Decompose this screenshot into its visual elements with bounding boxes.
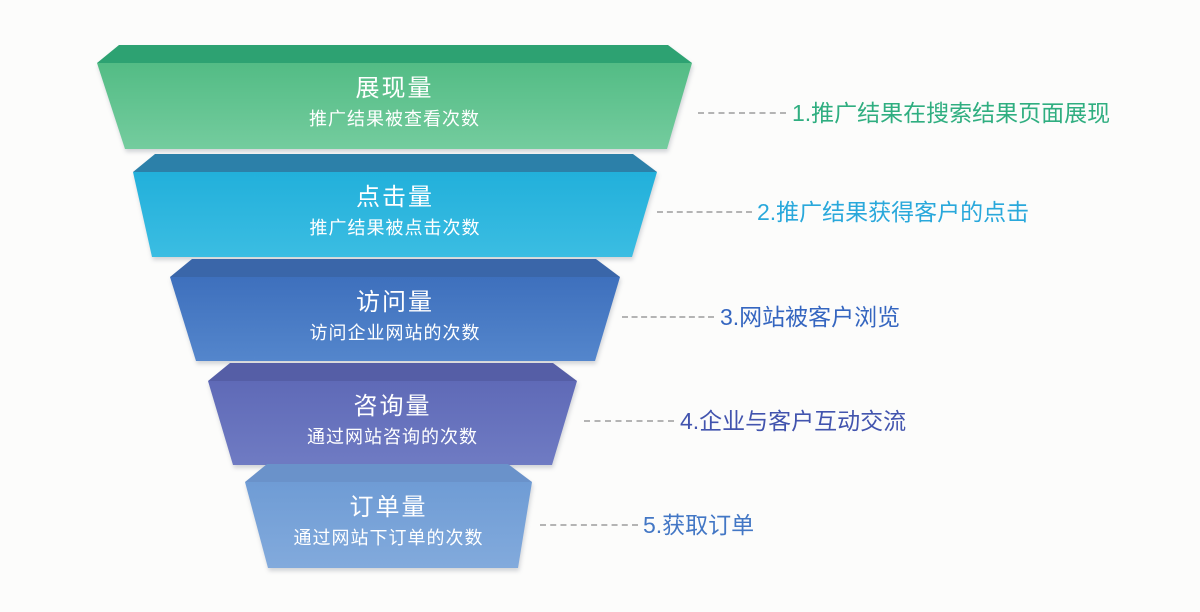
funnel-stage-1-top-face (97, 45, 692, 63)
funnel-stage-5-title: 订单量 (349, 494, 428, 521)
annotation-label-2: 2.推广结果获得客户的点击 (757, 199, 1030, 225)
annotation-label-1: 1.推广结果在搜索结果页面展现 (792, 100, 1111, 126)
funnel-stage-2-top-face (133, 154, 657, 172)
funnel-stage-1-title: 展现量 (355, 75, 434, 102)
funnel-stage-3-title: 访问量 (356, 289, 434, 316)
funnel-stage-3-front-face: 访问量 访问企业网站的次数 (170, 277, 620, 361)
funnel-stage-4-subtitle: 通过网站咨询的次数 (307, 427, 478, 447)
funnel-stage-5-top-face (245, 464, 532, 482)
connector-line-3 (622, 316, 714, 318)
connector-line-4 (584, 420, 674, 422)
connector-line-2 (657, 211, 752, 213)
annotation-label-3: 3.网站被客户浏览 (720, 304, 901, 330)
funnel-stage-5-subtitle: 通过网站下订单的次数 (293, 528, 484, 548)
connector-line-5 (540, 524, 638, 526)
annotation-label-5: 5.获取订单 (643, 512, 755, 538)
annotation-label-4: 4.企业与客户互动交流 (680, 408, 907, 434)
funnel-stage-4-top-face (208, 363, 577, 381)
funnel-stage-2-title: 点击量 (356, 184, 434, 211)
funnel-stage-4-front-face: 咨询量 通过网站咨询的次数 (208, 381, 577, 465)
funnel-stage-3-subtitle: 访问企业网站的次数 (309, 323, 481, 343)
funnel-stage-1-front-face: 展现量 推广结果被查看次数 (97, 63, 692, 149)
funnel-stage-2-subtitle: 推广结果被点击次数 (309, 218, 481, 238)
funnel-stage-4-title: 咨询量 (353, 393, 432, 420)
connector-line-1 (698, 112, 786, 114)
funnel-stage-1-subtitle: 推广结果被查看次数 (309, 109, 480, 129)
funnel-stage-3-top-face (170, 259, 620, 277)
funnel-stage-2-front-face: 点击量 推广结果被点击次数 (133, 172, 657, 257)
funnel-stage-5-front-face: 订单量 通过网站下订单的次数 (245, 482, 532, 568)
